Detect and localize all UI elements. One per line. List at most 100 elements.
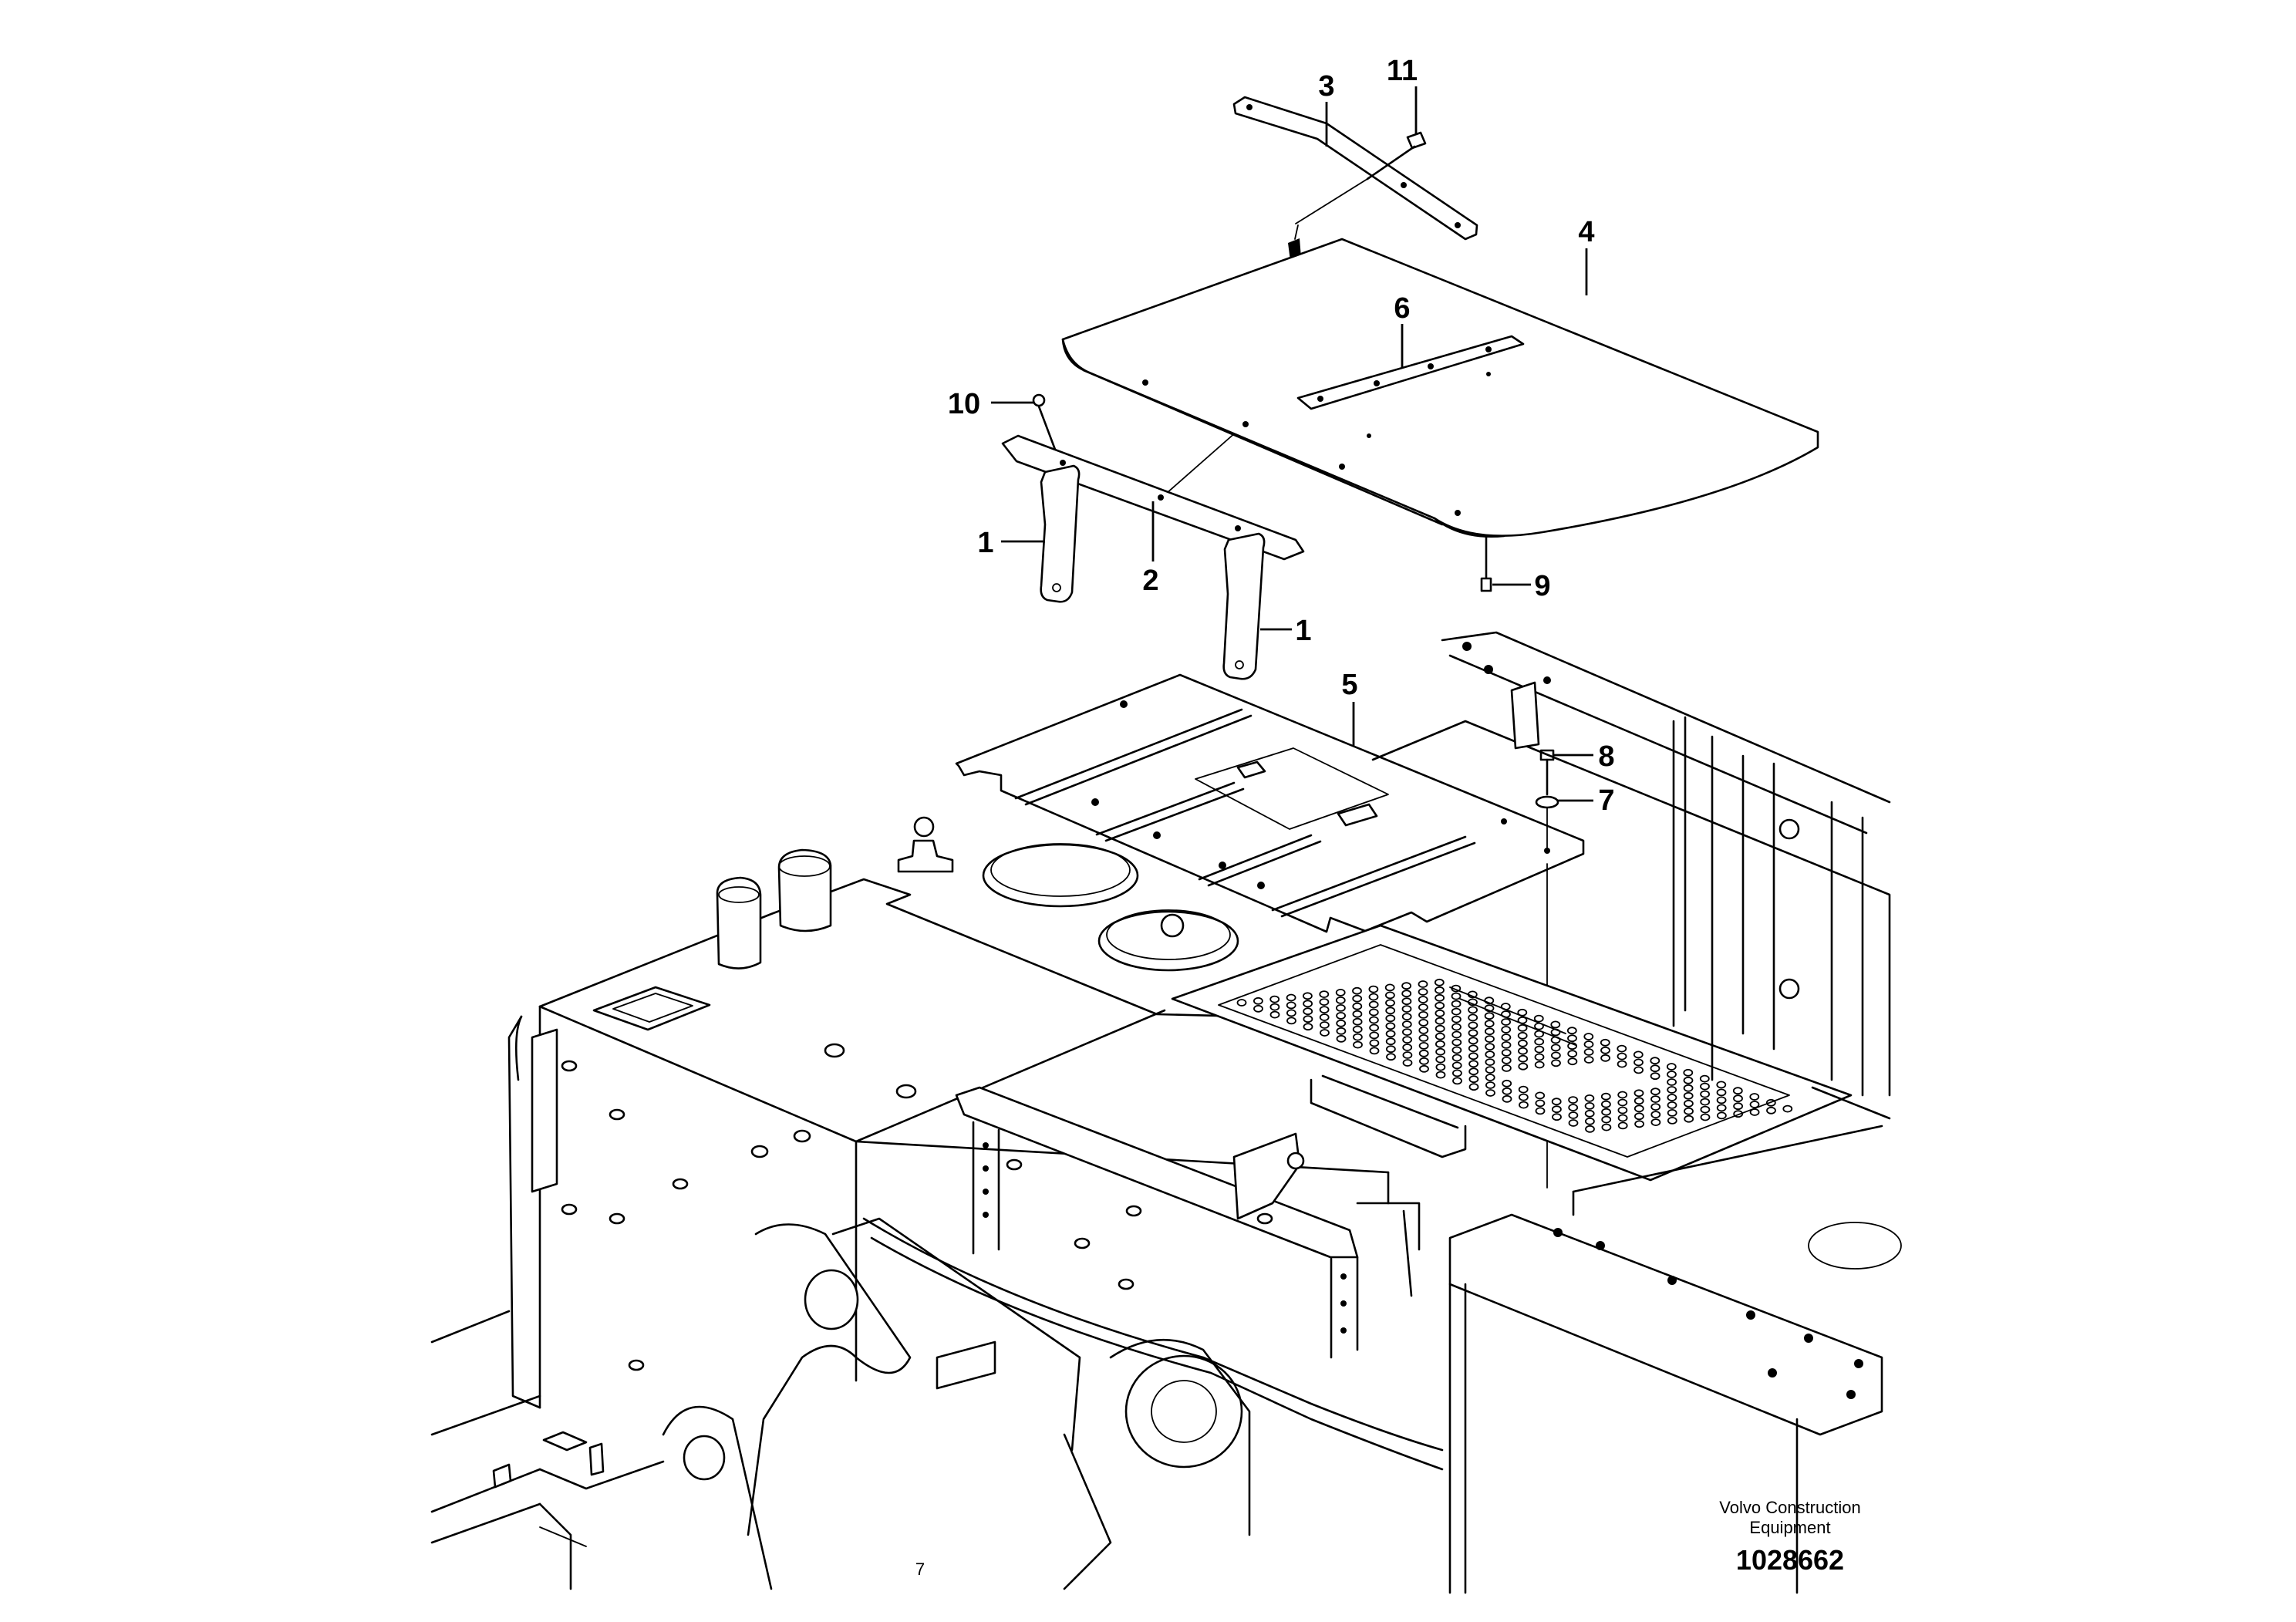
grille-hole [1600, 1038, 1610, 1047]
grille-hole [1418, 1027, 1429, 1034]
grille-hole [1468, 1013, 1478, 1022]
grille-hole [1369, 1047, 1380, 1055]
grille-hole [1451, 992, 1462, 1000]
grille-hole [1451, 1023, 1462, 1031]
grille-hole [1353, 1033, 1363, 1041]
grille-hole [1435, 1063, 1446, 1071]
grille-hole [1601, 1108, 1612, 1116]
drawing-number: 1028662 [1736, 1544, 1844, 1576]
grille-hole [1385, 991, 1395, 1000]
grille-hole [1716, 1104, 1727, 1112]
grille-hole [1584, 1117, 1595, 1125]
callout-2: 2 [1142, 565, 1158, 597]
machine-frame [430, 631, 1902, 1594]
grille-hole [1535, 1107, 1546, 1115]
grille-hole [1451, 1007, 1462, 1016]
part-10-bolt [1032, 393, 1058, 455]
grille-hole [1468, 1060, 1478, 1068]
grille-hole [1418, 980, 1428, 988]
grille-hole [1286, 1001, 1296, 1010]
grille-hole [1733, 1110, 1744, 1118]
grille-hole [1385, 1037, 1396, 1046]
grille-hole [1601, 1115, 1612, 1124]
grille-hole [1468, 1083, 1479, 1091]
callout-4: 4 [1578, 216, 1594, 248]
grille-hole [1402, 1051, 1413, 1059]
grille-hole [1617, 1114, 1628, 1122]
grille-hole [1435, 1009, 1445, 1017]
grille-hole [1435, 1040, 1445, 1048]
grille-hole [1683, 1084, 1694, 1092]
grille-hole [1336, 1027, 1347, 1035]
grille-hole [1650, 1072, 1660, 1081]
grille-hole [1617, 1121, 1628, 1130]
grille-hole [1418, 1019, 1429, 1027]
grille-hole [1485, 1081, 1495, 1089]
grille-hole [1501, 1010, 1511, 1018]
grille-hole [1418, 1049, 1429, 1057]
grille-hole [1253, 1004, 1263, 1013]
grille-hole [1451, 1038, 1462, 1047]
grille-hole [1566, 1027, 1577, 1035]
grille-hole [1484, 996, 1495, 1005]
grille-hole [1568, 1119, 1579, 1127]
grille-holes [1236, 978, 1793, 1133]
grille-hole [1518, 1039, 1528, 1047]
grille-hole [1700, 1113, 1711, 1121]
grille-hole [1303, 1023, 1313, 1031]
grille-hole [1451, 1061, 1462, 1070]
callout-1-left: 1 [977, 527, 993, 559]
grille-hole [1402, 1059, 1413, 1067]
grille-hole [1286, 993, 1296, 1002]
grille-hole [1352, 986, 1362, 995]
grille-hole [1501, 1034, 1512, 1041]
grille-hole [1369, 1023, 1379, 1032]
grille-hole [1335, 996, 1346, 1004]
grille-hole [1353, 1040, 1363, 1049]
grille-hole [1269, 995, 1280, 1003]
grille-hole [1732, 1087, 1743, 1095]
part-9-bolt [1480, 534, 1492, 592]
grille-hole [1535, 1099, 1546, 1108]
grille-hole [1650, 1103, 1661, 1111]
grille-hole [1369, 1039, 1380, 1047]
callouts: 11 3 4 6 10 1 2 9 1 5 8 7 [948, 55, 1615, 817]
grille-hole [1650, 1118, 1661, 1126]
grille-hole [1567, 1057, 1578, 1066]
grille-hole [1384, 983, 1395, 992]
grille-hole [1484, 1004, 1495, 1013]
grille-hole [1451, 1054, 1462, 1062]
grille-hole [1435, 1001, 1445, 1010]
grille-hole [1502, 1087, 1512, 1095]
grille-hole [1368, 1000, 1379, 1009]
grille-hole [1401, 990, 1412, 998]
grille-hole [1468, 1052, 1478, 1061]
part-5-base-plate [955, 673, 1585, 933]
callout-5: 5 [1341, 669, 1357, 701]
stray-mark: 7 [915, 1560, 925, 1579]
grille-hole [1733, 1094, 1743, 1103]
grille-hole [1485, 1074, 1495, 1081]
grille-hole [1502, 1094, 1512, 1103]
grille-hole [1418, 996, 1428, 1003]
grille-hole [1684, 1114, 1694, 1123]
credit-block: Volvo Construction Equipment 1028662 [1719, 1498, 1860, 1576]
grille-hole [1386, 1053, 1396, 1061]
grille-hole [1485, 1027, 1495, 1036]
part-6-bar [1296, 335, 1525, 410]
grille-hole [1368, 993, 1379, 1001]
grille-hole [1766, 1106, 1776, 1114]
grille-hole [1401, 1013, 1412, 1020]
grille-hole [1517, 1016, 1528, 1024]
grille-hole [1617, 1091, 1628, 1099]
grille-hole [1518, 1062, 1529, 1071]
grille-hole [1451, 1015, 1462, 1023]
part-2-rail [1001, 434, 1305, 561]
grille-hole [1484, 1012, 1495, 1020]
grille-hole [1319, 1006, 1330, 1013]
callout-11: 11 [1387, 55, 1418, 87]
grille-hole [1650, 1088, 1660, 1096]
part-1-bracket-left [1040, 464, 1081, 603]
grille-hole [1650, 1095, 1660, 1103]
